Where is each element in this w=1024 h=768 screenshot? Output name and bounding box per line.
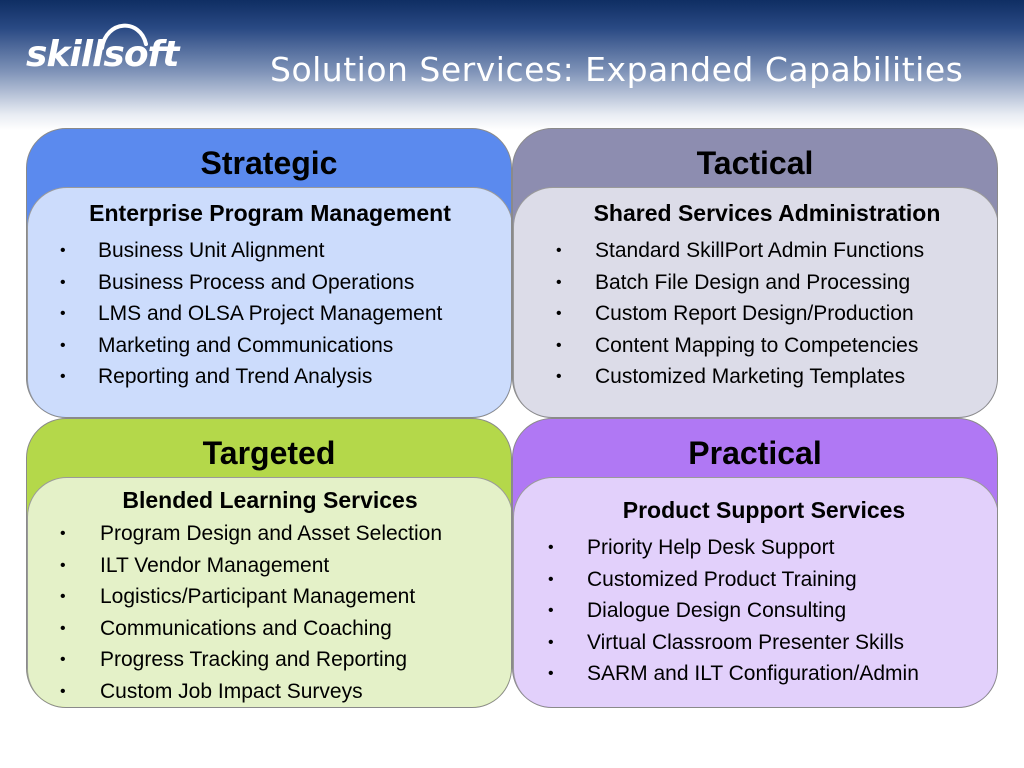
bullet: •	[556, 336, 562, 354]
quadrant-title: Tactical	[696, 145, 814, 181]
list-item: • Progress Tracking and Reporting	[28, 644, 511, 676]
bullet: •	[60, 242, 66, 259]
quadrant-content: Blended Learning Services • Program Desig…	[27, 477, 511, 708]
list-item-text: Business Process and Operations	[98, 270, 415, 294]
bullet: •	[556, 273, 562, 291]
skillsoft-logo: skillsoft	[26, 14, 179, 80]
header-banner: skillsoft Solution Services: Expanded Ca…	[0, 0, 1024, 130]
list-item-text: Priority Help Desk Support	[587, 536, 835, 559]
list-item-text: LMS and OLSA Project Management	[98, 302, 443, 325]
bullet: •	[548, 570, 554, 588]
quadrant-title: Strategic	[200, 145, 338, 181]
bullet: •	[60, 336, 66, 354]
bullet: •	[60, 619, 66, 637]
list-item: • Content Mapping to Competencies	[514, 330, 997, 362]
bullet: •	[60, 588, 66, 605]
list-item-text: Communications and Coaching	[100, 616, 392, 640]
list-item-text: Virtual Classroom Presenter Skills	[587, 630, 905, 654]
list-item: • Standard SkillPort Admin Functions	[514, 235, 997, 267]
list-item: • Communications and Coaching	[28, 613, 511, 645]
logo-text: skillsoft	[26, 34, 179, 75]
bullet: •	[556, 242, 562, 259]
list-item: • Logistics/Participant Management	[28, 581, 511, 613]
list-item: • Business Process and Operations	[28, 267, 511, 299]
list-item-text: Progress Tracking and Reporting	[100, 648, 407, 671]
list-item-text: Standard SkillPort Admin Functions	[595, 239, 925, 262]
bullet: •	[548, 633, 554, 651]
bullet: •	[60, 682, 66, 700]
list-item-text: Reporting and Trend Analysis	[98, 365, 373, 388]
list-item-text: Dialogue Design Consulting	[587, 599, 847, 622]
bullet: •	[60, 651, 66, 668]
list-item: • LMS and OLSA Project Management	[28, 298, 511, 330]
quadrant-content: Shared Services Administration • Standard…	[513, 187, 997, 417]
list-item: • Marketing and Communications	[28, 330, 511, 362]
list-item-text: Custom Job Impact Surveys	[100, 679, 363, 703]
bullet: •	[60, 525, 66, 542]
list-item: • SARM and ILT Configuration/Admin	[514, 658, 997, 690]
bullet: •	[556, 368, 562, 385]
list-item-text: SARM and ILT Configuration/Admin	[587, 662, 919, 685]
bullet: •	[60, 556, 66, 574]
quadrant-content: Enterprise Program Management • Business …	[27, 187, 511, 417]
list-item-text: Program Design and Asset Selection	[100, 522, 443, 545]
service-list: • Program Design and Asset Selection • ILT…	[28, 518, 511, 708]
bullet: •	[548, 539, 554, 556]
list-item-text: Custom Report Design/Production	[595, 302, 914, 325]
service-title: Shared Services Administration	[593, 200, 941, 226]
service-title: Enterprise Program Management	[89, 200, 451, 226]
bullet: •	[60, 305, 66, 322]
list-item-text: Customized Marketing Templates	[595, 365, 906, 388]
quadrant-title: Targeted	[202, 435, 336, 471]
logo-swoosh-icon	[100, 23, 148, 50]
list-item: • Batch File Design and Processing	[514, 267, 997, 299]
list-item-text: Batch File Design and Processing	[595, 270, 911, 294]
list-item: • Customized Marketing Templates	[514, 361, 997, 393]
list-item: • ILT Vendor Management	[28, 550, 511, 582]
quadrant-targeted: Targeted Blended Learning Services • Prog…	[26, 418, 512, 708]
bullet: •	[548, 665, 554, 682]
list-item-text: Logistics/Participant Management	[100, 585, 416, 608]
list-item: • Priority Help Desk Support	[514, 532, 997, 564]
list-item: • Dialogue Design Consulting	[514, 595, 997, 627]
list-item: • Virtual Classroom Presenter Skills	[514, 627, 997, 659]
service-list: • Priority Help Desk Support • Customized …	[514, 532, 997, 690]
bullet: •	[60, 273, 66, 291]
list-item: • Customized Product Training	[514, 564, 997, 596]
bullet: •	[60, 368, 66, 385]
list-item-text: Business Unit Alignment	[98, 239, 325, 262]
quadrant-practical: Practical Product Support Services • Prio…	[512, 418, 998, 708]
list-item: • Custom Job Impact Surveys	[28, 676, 511, 708]
quadrant-content: Product Support Services • Priority Help …	[513, 477, 997, 707]
service-list: • Standard SkillPort Admin Functions • Bat…	[514, 235, 997, 393]
list-item-text: ILT Vendor Management	[100, 553, 330, 577]
list-item-text: Content Mapping to Competencies	[595, 333, 919, 357]
service-title: Blended Learning Services	[122, 487, 418, 513]
service-list: • Business Unit Alignment • Business Proce…	[28, 235, 511, 393]
list-item: • Reporting and Trend Analysis	[28, 361, 511, 393]
quadrant-strategic: Strategic Enterprise Program Management …	[26, 128, 512, 418]
list-item: • Program Design and Asset Selection	[28, 518, 511, 550]
list-item-text: Marketing and Communications	[98, 333, 394, 357]
bullet: •	[548, 602, 554, 619]
quadrant-tactical: Tactical Shared Services Administration …	[512, 128, 998, 418]
page-title: Solution Services: Expanded Capabilities	[270, 50, 964, 89]
service-title: Product Support Services	[622, 497, 906, 523]
list-item: • Business Unit Alignment	[28, 235, 511, 267]
bullet: •	[556, 305, 562, 322]
quadrant-title: Practical	[688, 435, 822, 471]
list-item: • Custom Report Design/Production	[514, 298, 997, 330]
list-item-text: Customized Product Training	[587, 567, 857, 591]
